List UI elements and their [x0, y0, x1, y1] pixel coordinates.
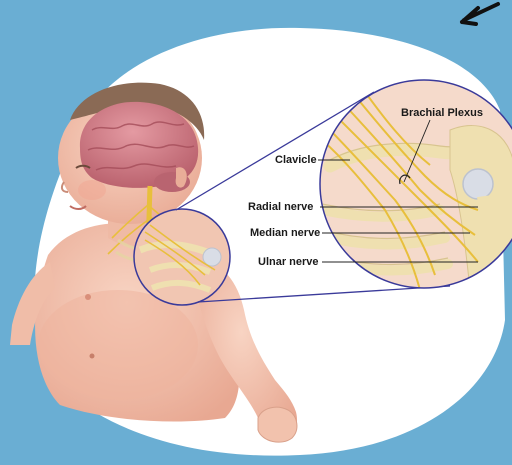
label-median-nerve: Median nerve [250, 227, 320, 240]
label-radial-nerve: Radial nerve [248, 201, 313, 214]
belly [38, 290, 198, 400]
arrow-icon [462, 4, 498, 24]
label-clavicle: Clavicle [275, 154, 317, 167]
baby-hand [258, 407, 297, 442]
nipple [85, 294, 91, 300]
baby-cheek [78, 180, 106, 200]
navel [90, 354, 95, 359]
label-brachial-plexus: Brachial Plexus [401, 107, 483, 120]
label-ulnar-nerve: Ulnar nerve [258, 256, 319, 269]
